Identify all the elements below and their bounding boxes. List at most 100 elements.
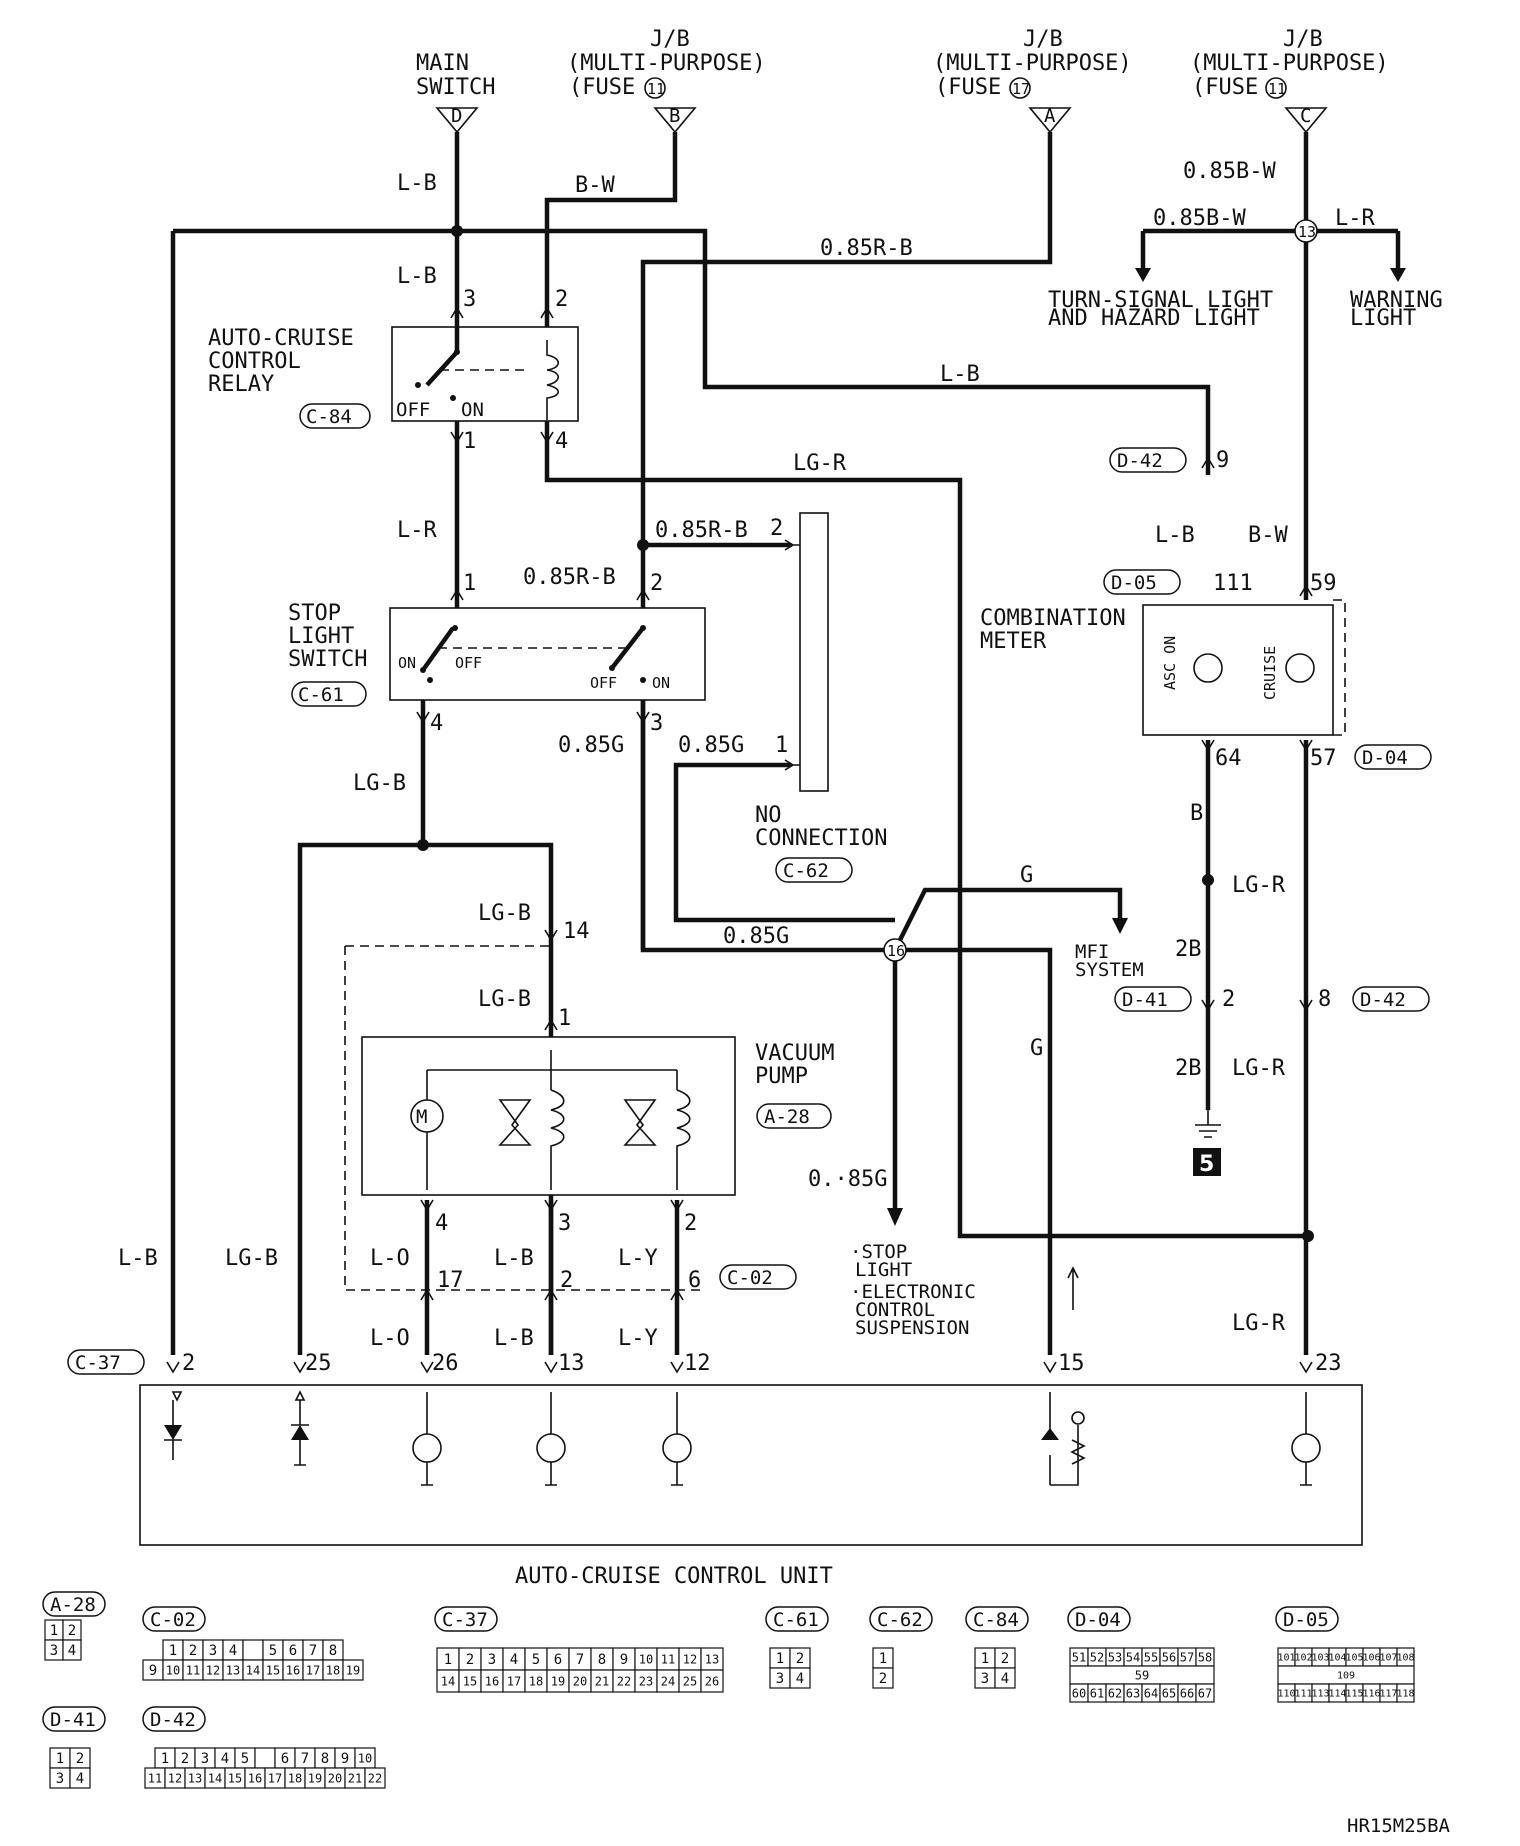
- svg-text:TURN-SIGNAL LIGHT: TURN-SIGNAL LIGHT: [1048, 288, 1273, 313]
- connector-pin-number: 103: [1311, 1653, 1329, 1664]
- svg-text:L-O: L-O: [370, 1326, 410, 1351]
- connector-title: C-62: [877, 1609, 923, 1631]
- svg-text:LG-B: LG-B: [353, 771, 406, 796]
- svg-text:L-B: L-B: [397, 264, 437, 289]
- connector-title-pill: [869, 1606, 933, 1632]
- connector-pin-number: 18: [288, 1771, 302, 1785]
- svg-text:VACUUM: VACUUM: [755, 1041, 834, 1066]
- connector-pin-number: 5: [532, 1652, 540, 1668]
- connector-pin-number: 117: [1379, 1689, 1397, 1700]
- connector-pin-number: 7: [309, 1643, 317, 1659]
- svg-text:11: 11: [1268, 80, 1286, 98]
- svg-text:11: 11: [647, 80, 665, 98]
- svg-text:16: 16: [887, 942, 905, 960]
- connector-title: A-28: [50, 1594, 96, 1616]
- svg-text:64: 64: [1215, 746, 1242, 771]
- connector-pin-number: 18: [326, 1663, 340, 1677]
- svg-text:A-28: A-28: [764, 1106, 810, 1128]
- svg-text:WARNING: WARNING: [1350, 288, 1443, 313]
- connector-title: D-41: [50, 1709, 96, 1731]
- connector-pin-number: 67: [1198, 1686, 1212, 1700]
- svg-text:26: 26: [432, 1351, 459, 1376]
- connector-pin-number: 13: [705, 1652, 719, 1666]
- connector-pin-number: 20: [328, 1771, 342, 1785]
- connector-pin-number: 66: [1180, 1686, 1194, 1700]
- connector-cell: [364, 1767, 386, 1789]
- connector-pin-number: 8: [598, 1652, 606, 1668]
- auto-cruise-relay: AUTO-CRUISE CONTROL RELAY C-84 OFF ON 3 …: [208, 287, 579, 454]
- svg-text:L-O: L-O: [370, 1246, 410, 1271]
- connector-pin-number: 25: [683, 1674, 697, 1688]
- svg-text:C-62: C-62: [783, 860, 829, 882]
- connector-pin-number: 101: [1277, 1653, 1295, 1664]
- svg-text:L-B: L-B: [494, 1326, 534, 1351]
- connector-cell: [242, 1639, 264, 1661]
- connector-pin-number: 13: [188, 1771, 202, 1785]
- svg-text:L-R: L-R: [397, 518, 437, 543]
- connector-pin-number: 24: [661, 1674, 675, 1688]
- connector-title-pill: [434, 1606, 498, 1632]
- connector-pin-number: 5: [241, 1751, 249, 1767]
- svg-text:B: B: [1190, 801, 1203, 826]
- connector-pin-number: 3: [56, 1771, 64, 1787]
- connector-pin-number: 18: [529, 1674, 543, 1688]
- connector-title-pill: [965, 1606, 1029, 1632]
- svg-text:LG-R: LG-R: [1232, 873, 1286, 898]
- connector-pin-number: 4: [1001, 1671, 1009, 1687]
- svg-text:4: 4: [430, 711, 443, 736]
- connector-pin-number: 111: [1294, 1689, 1312, 1700]
- svg-text:C-61: C-61: [298, 684, 344, 706]
- svg-text:13: 13: [1298, 223, 1316, 241]
- connector-pin-number: 8: [321, 1751, 329, 1767]
- footer-code: HR15M25BA: [1347, 1815, 1451, 1837]
- connector-pin-number: 113: [1311, 1689, 1329, 1700]
- svg-text:3: 3: [558, 1211, 571, 1236]
- connector-pin-number: 115: [1345, 1689, 1363, 1700]
- connector-pin-number: 6: [289, 1643, 297, 1659]
- connector-pin-number: 11: [661, 1652, 675, 1666]
- connector-pin-number: 9: [149, 1663, 157, 1679]
- svg-text:SUSPENSION: SUSPENSION: [855, 1317, 969, 1339]
- svg-text:2B: 2B: [1175, 1056, 1202, 1081]
- connector-pin-number: 23: [639, 1674, 653, 1688]
- svg-text:L-B: L-B: [397, 171, 437, 196]
- connector-pin-number: 17: [268, 1771, 282, 1785]
- connector-pin-number: 7: [301, 1751, 309, 1767]
- svg-text:(FUSE: (FUSE: [569, 75, 635, 100]
- svg-text:0.85G: 0.85G: [723, 924, 789, 949]
- svg-text:METER: METER: [980, 629, 1047, 654]
- connector-pin-number: 19: [346, 1663, 360, 1677]
- svg-text:L-Y: L-Y: [618, 1246, 658, 1271]
- connector-pin-number: 3: [981, 1671, 989, 1687]
- connector-pin-number: 15: [228, 1771, 242, 1785]
- connector-pin-number: 1: [56, 1751, 64, 1767]
- connector-title: D-05: [1283, 1609, 1329, 1631]
- svg-text:SWITCH: SWITCH: [416, 75, 495, 100]
- svg-text:ON: ON: [398, 654, 416, 672]
- svg-text:LG-R: LG-R: [1232, 1311, 1286, 1336]
- connector-pin-number: 2: [68, 1623, 76, 1639]
- svg-text:B-W: B-W: [1248, 523, 1288, 548]
- svg-text:4: 4: [435, 1211, 448, 1236]
- splice-dots: [417, 225, 1314, 1242]
- connector-pin-number: 64: [1144, 1686, 1158, 1700]
- connector-pin-number: 1: [169, 1643, 177, 1659]
- svg-text:C: C: [1300, 105, 1311, 127]
- junction-13: 13: [1294, 219, 1318, 243]
- connector-pin-number: 1: [981, 1651, 989, 1667]
- connector-cell: [69, 1767, 91, 1789]
- connector-title: D-04: [1075, 1609, 1121, 1631]
- svg-text:6: 6: [688, 1268, 701, 1293]
- svg-text:L-B: L-B: [940, 362, 980, 387]
- connector-pin-number: 15: [266, 1663, 280, 1677]
- svg-text:D-04: D-04: [1362, 747, 1408, 769]
